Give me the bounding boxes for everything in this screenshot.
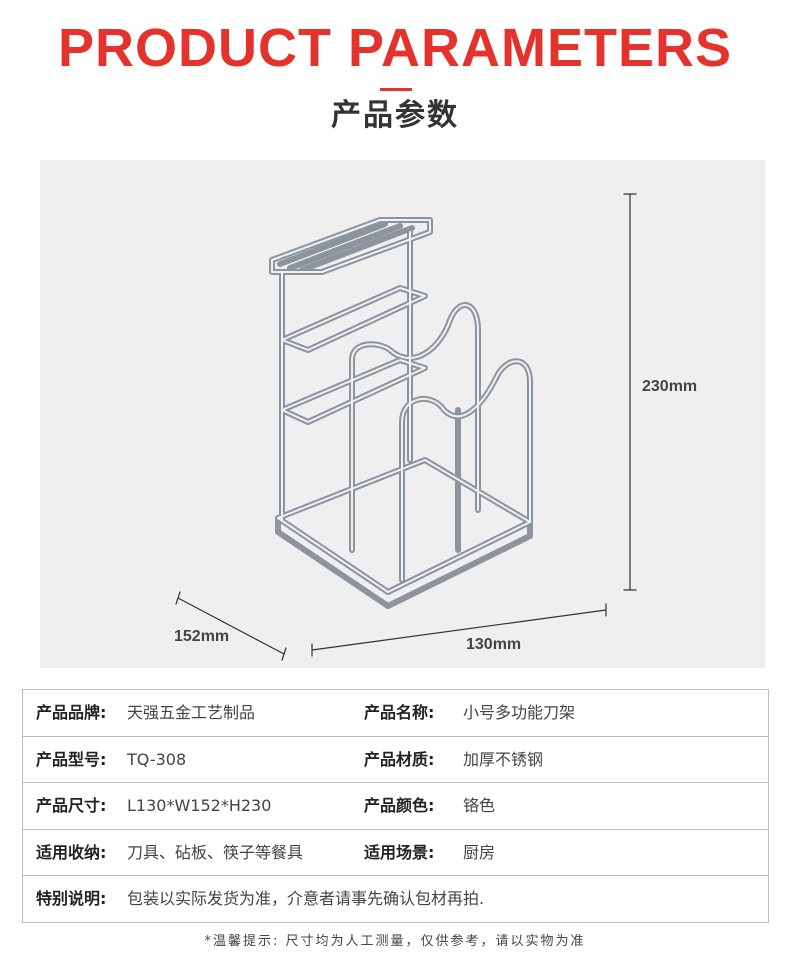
spec-label: 适用收纳: bbox=[36, 842, 107, 862]
measurement-disclaimer: *温馨提示: 尺寸均为人工测量，仅供参考，请以实物为准 bbox=[204, 934, 586, 949]
spec-label: 产品材质: bbox=[364, 749, 435, 769]
note-label: 特别说明: bbox=[36, 889, 107, 908]
spec-value: 加厚不锈钢 bbox=[463, 749, 544, 769]
note-value: 包装以实际发货为准，介意者请事先确认包材再拍. bbox=[127, 889, 485, 908]
knife-rack-illustration bbox=[175, 193, 637, 661]
page-title-chinese: 产品参数 bbox=[331, 98, 459, 133]
spec-label: 产品颜色: bbox=[364, 796, 435, 815]
spec-table: 产品品牌: 天强五金工艺制品 产品名称: 小号多功能刀架 产品型号: TQ-30… bbox=[22, 689, 769, 923]
spec-label: 产品型号: bbox=[36, 749, 107, 769]
spec-value: 天强五金工艺制品 bbox=[127, 703, 256, 722]
spec-row: 适用收纳: 刀具、砧板、筷子等餐具 适用场景: 厨房 bbox=[23, 830, 768, 876]
spec-row: 产品型号: TQ-308 产品材质: 加厚不锈钢 bbox=[23, 737, 768, 783]
spec-value: 刀具、砧板、筷子等餐具 bbox=[127, 842, 304, 862]
height-dimension-label: 230mm bbox=[642, 378, 698, 395]
product-image-panel: 230mm 152mm 130mm bbox=[40, 160, 765, 668]
note-row: 特别说明: 包装以实际发货为准，介意者请事先确认包材再拍. bbox=[23, 876, 768, 923]
spec-value: 小号多功能刀架 bbox=[463, 703, 576, 722]
spec-label: 产品品牌: bbox=[36, 703, 107, 722]
spec-row: 产品品牌: 天强五金工艺制品 产品名称: 小号多功能刀架 bbox=[23, 690, 768, 737]
spec-label: 产品尺寸: bbox=[36, 796, 107, 815]
spec-label: 产品名称: bbox=[364, 703, 435, 722]
width-dimension-label: 152mm bbox=[174, 628, 230, 645]
spec-value: 铬色 bbox=[463, 796, 496, 815]
spec-value: TQ-308 bbox=[127, 749, 187, 769]
spec-row: 产品尺寸: L130*W152*H230 产品颜色: 铬色 bbox=[23, 783, 768, 830]
spec-value: L130*W152*H230 bbox=[127, 796, 272, 815]
page-title-english: PRODUCT PARAMETERS bbox=[57, 18, 732, 78]
length-dimension-label: 130mm bbox=[466, 636, 522, 653]
title-accent-line bbox=[380, 88, 412, 91]
spec-label: 适用场景: bbox=[364, 842, 435, 862]
spec-value: 厨房 bbox=[463, 842, 496, 862]
